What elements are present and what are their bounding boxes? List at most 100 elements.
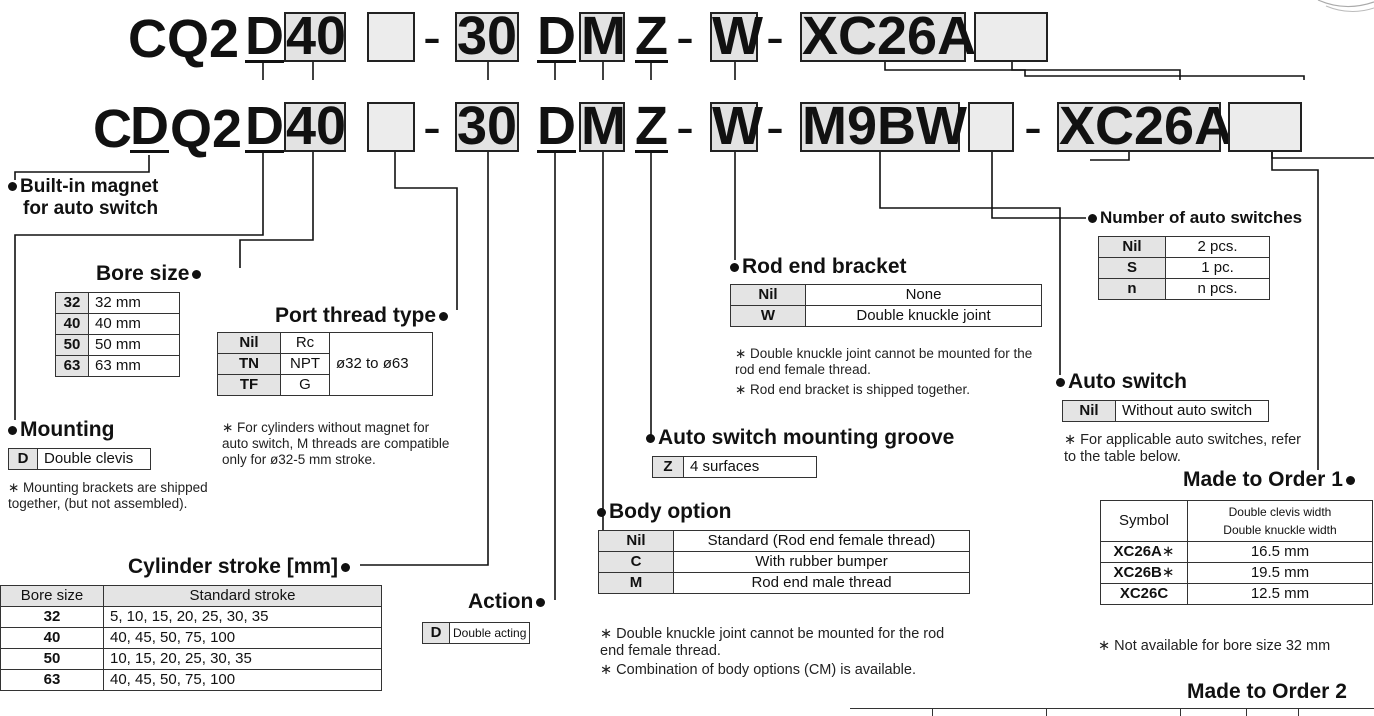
bottom-code-q2: Q2 bbox=[170, 104, 242, 154]
top-code-action: D bbox=[537, 14, 576, 63]
action-table: DDouble acting bbox=[422, 622, 530, 644]
mto2-heading: Made to Order 2 bbox=[1187, 680, 1347, 704]
bullet-icon bbox=[8, 426, 17, 435]
bottom-code-dash: - bbox=[423, 102, 441, 152]
bullet-icon bbox=[730, 263, 739, 272]
top-code-stroke: 30 bbox=[455, 12, 519, 62]
bullet-icon bbox=[192, 270, 201, 279]
bottom-code-num-blank bbox=[968, 102, 1014, 152]
mto1-heading: Made to Order 1 bbox=[1183, 468, 1358, 492]
stroke-heading: Cylinder stroke [mm] bbox=[128, 555, 353, 579]
top-code-mto1: XC26A bbox=[800, 12, 966, 62]
top-code-bore: 40 bbox=[284, 12, 346, 62]
num-switches-heading: Number of auto switches bbox=[1088, 208, 1302, 228]
rod-end-note-2: ∗ Rod end bracket is shipped together. bbox=[735, 382, 1045, 398]
bottom-code-mto2-blank bbox=[1228, 102, 1302, 152]
bottom-code-mounting: D bbox=[245, 104, 284, 153]
auto-switch-heading: Auto switch bbox=[1056, 370, 1187, 394]
mounting-heading: Mounting bbox=[8, 418, 114, 442]
body-option-note-1: ∗ Double knuckle joint cannot be mounted… bbox=[600, 626, 970, 660]
top-code-body: M bbox=[579, 12, 625, 62]
bullet-icon bbox=[439, 312, 448, 321]
stroke-table: Bore sizeStandard stroke 325, 10, 15, 20… bbox=[0, 585, 382, 691]
groove-heading: Auto switch mounting groove bbox=[646, 426, 954, 450]
bullet-icon bbox=[1088, 214, 1097, 223]
bottom-code-port-blank bbox=[367, 102, 415, 152]
bottom-code-magnet: D bbox=[130, 104, 169, 153]
rod-end-note-1: ∗ Double knuckle joint cannot be mounted… bbox=[735, 346, 1045, 378]
bottom-code-dash: - bbox=[676, 102, 694, 152]
table-row: Bore sizeStandard stroke bbox=[1, 586, 382, 607]
magnet-label: Built-in magnet for auto switch bbox=[8, 176, 158, 220]
bottom-code-stroke: 30 bbox=[455, 102, 519, 152]
bullet-icon bbox=[597, 508, 606, 517]
bullet-icon bbox=[8, 182, 17, 191]
auto-switch-note: ∗ For applicable auto switches, refer to… bbox=[1064, 432, 1314, 466]
table-row: 4040 mm bbox=[56, 314, 180, 335]
top-code-mto2-blank bbox=[974, 12, 1048, 62]
top-code-bracket: W bbox=[710, 12, 758, 62]
bottom-code-c: C bbox=[93, 104, 132, 154]
bottom-code-dash: - bbox=[1024, 102, 1042, 152]
mounting-note: ∗ Mounting brackets are shipped together… bbox=[8, 480, 208, 512]
top-code-groove: Z bbox=[635, 14, 668, 63]
bottom-code-dash: - bbox=[766, 102, 784, 152]
body-option-heading: Body option bbox=[597, 500, 731, 524]
bullet-icon bbox=[646, 434, 655, 443]
bottom-code-bracket: W bbox=[710, 102, 758, 152]
bullet-icon bbox=[341, 563, 350, 572]
body-option-note-2: ∗ Combination of body options (CM) is av… bbox=[600, 662, 970, 679]
top-code-dash: - bbox=[423, 12, 441, 62]
bottom-code-groove: Z bbox=[635, 104, 668, 153]
table-row: XC26B∗19.5 mm bbox=[1101, 563, 1373, 584]
table-row: XC26A∗16.5 mm bbox=[1101, 542, 1373, 563]
bottom-code-action: D bbox=[537, 104, 576, 153]
top-code-prefix: CQ2 bbox=[128, 14, 239, 64]
top-code-dash: - bbox=[676, 12, 694, 62]
bullet-icon bbox=[536, 598, 545, 607]
port-thread-heading: Port thread type bbox=[275, 304, 451, 328]
bottom-code-switch: M9BW bbox=[800, 102, 960, 152]
top-code-port-blank bbox=[367, 12, 415, 62]
rod-end-heading: Rod end bracket bbox=[730, 255, 907, 279]
mto1-note: ∗ Not available for bore size 32 mm bbox=[1098, 638, 1374, 654]
bottom-code-bore: 40 bbox=[284, 102, 346, 152]
bullet-icon bbox=[1346, 476, 1355, 485]
action-heading: Action bbox=[468, 590, 548, 614]
bottom-code-body: M bbox=[579, 102, 625, 152]
bullet-icon bbox=[1056, 378, 1065, 387]
bore-size-heading: Bore size bbox=[96, 262, 204, 286]
top-code-mounting: D bbox=[245, 14, 284, 63]
top-code-dash: - bbox=[766, 12, 784, 62]
port-thread-note: ∗ For cylinders without magnet for auto … bbox=[222, 420, 452, 468]
